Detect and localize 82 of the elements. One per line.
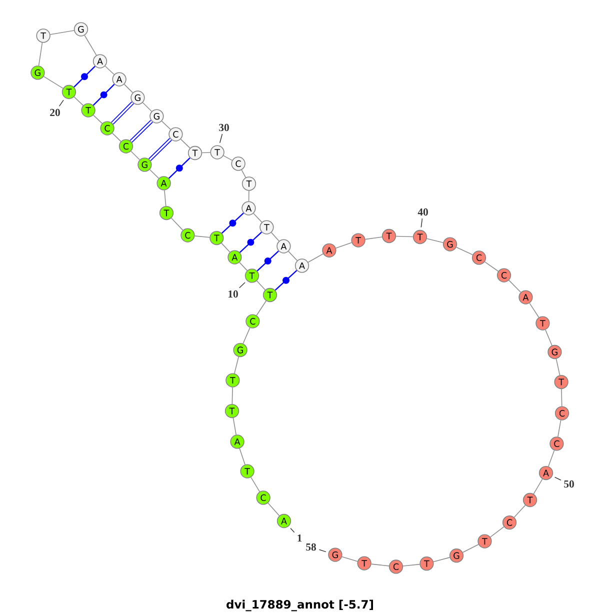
backbone-line <box>514 504 526 518</box>
backbone-line <box>112 132 122 142</box>
position-number: 1 <box>298 534 302 542</box>
backbone-line <box>43 76 64 89</box>
backbone-line <box>533 478 543 494</box>
backbone-line <box>529 302 540 318</box>
position-number: 50 <box>564 480 574 488</box>
base-pair-line <box>74 66 96 88</box>
backbone-line <box>490 526 504 538</box>
backbone-line <box>268 502 280 516</box>
position-number: 40 <box>418 208 428 216</box>
backbone-line <box>558 420 562 438</box>
backbone-line <box>194 236 210 238</box>
position-number: 30 <box>219 124 229 132</box>
backbone-line <box>484 261 499 272</box>
backbone-line <box>170 218 184 231</box>
backbone-line <box>239 262 248 271</box>
backbone-line <box>308 253 324 263</box>
base-pair-line <box>92 84 115 106</box>
backbone-line <box>271 232 280 242</box>
base-pair-line <box>274 270 298 291</box>
backbone-line <box>508 280 522 293</box>
backbone-line <box>402 564 420 566</box>
backbone-line <box>84 34 97 56</box>
base-pair-line <box>168 157 190 179</box>
leader-line <box>219 134 223 144</box>
backbone-line <box>242 327 250 344</box>
backbone-line <box>342 556 358 562</box>
leader-line <box>239 282 246 288</box>
leader-line <box>290 528 295 533</box>
base-pair-line <box>256 250 279 272</box>
backbone-line <box>456 246 473 256</box>
position-number: 58 <box>306 543 316 551</box>
diagram-title: dvi_17889_annot [-5.7] <box>226 600 373 612</box>
backbone-line <box>180 138 190 148</box>
leader-line <box>420 218 423 228</box>
backbone-line <box>462 544 479 553</box>
backbone-line <box>232 418 236 436</box>
base-pair-line <box>148 138 172 161</box>
backbone-line <box>232 386 233 404</box>
base-pair-line <box>221 212 244 234</box>
backbone-line <box>239 448 246 465</box>
backbone-line <box>149 169 160 179</box>
backbone-line <box>74 96 84 106</box>
backbone-line <box>426 238 444 244</box>
backbone-line <box>364 236 382 240</box>
backbone-line <box>50 30 74 35</box>
backbone-line <box>130 150 140 160</box>
backbone-line <box>433 557 450 562</box>
backbone-line <box>221 242 230 253</box>
leader-line <box>318 549 326 552</box>
backbone-line <box>248 190 250 202</box>
backbone-line <box>288 251 298 261</box>
backbone-line <box>396 236 414 238</box>
backbone-line <box>142 102 152 112</box>
backbone-line <box>161 120 171 130</box>
backbone-line <box>370 564 390 566</box>
backbone-line <box>256 280 266 290</box>
backbone-line <box>234 356 239 374</box>
backbone-line <box>202 152 211 154</box>
position-number: 20 <box>50 108 60 116</box>
base-pair-line <box>239 232 262 253</box>
backbone-line <box>38 42 43 66</box>
backbone-line <box>253 213 262 223</box>
backbone-line <box>124 84 134 94</box>
backbone-line <box>561 388 562 407</box>
base-pair-line <box>111 102 134 124</box>
backbone-line <box>256 300 267 316</box>
backbone-line <box>556 358 560 376</box>
backbone-line <box>223 155 232 161</box>
base-pair-line <box>130 120 153 143</box>
backbone-line <box>250 476 260 492</box>
backbone-line <box>545 329 552 346</box>
leader-line <box>554 476 562 480</box>
backbone-line <box>164 190 166 206</box>
leader-line <box>58 100 64 107</box>
backbone-line <box>241 170 246 178</box>
position-number: 10 <box>228 290 238 298</box>
backbone-line <box>104 66 115 75</box>
backbone-line <box>335 242 352 248</box>
backbone-line <box>548 450 555 467</box>
backbone-line <box>93 114 103 124</box>
